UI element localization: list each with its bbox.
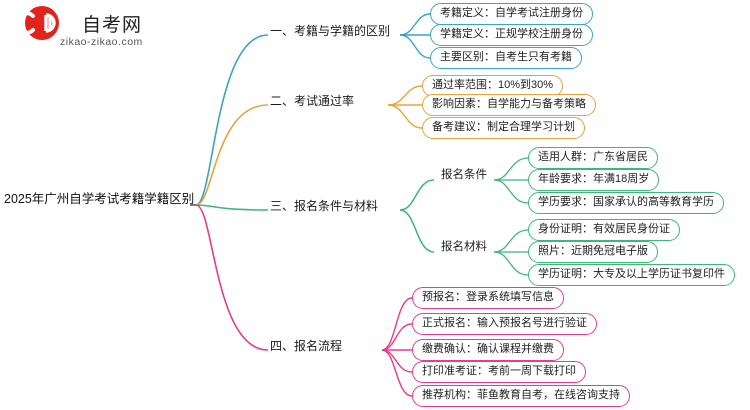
branch-1-leaf-3[interactable]: 主要区别：自考生只有考籍 [430, 47, 582, 69]
logo-domain: zikao-zikao.com [60, 36, 143, 48]
mindmap-root-title: 2025年广州自学考试考籍学籍区别 [4, 192, 195, 206]
branch-4-label[interactable]: 四、报名流程 [270, 339, 343, 353]
logo-mark-icon [20, 6, 59, 40]
branch-4-leaf-1[interactable]: 预报名：登录系统填写信息 [412, 287, 564, 309]
branch-2-label[interactable]: 二、考试通过率 [270, 94, 355, 108]
branch-3-label[interactable]: 三、报名条件与材料 [270, 199, 379, 213]
branch-3-group-2-leaf-2[interactable]: 照片：近期免冠电子版 [528, 241, 658, 263]
branch-3-group-1-label[interactable]: 报名条件 [441, 169, 487, 181]
site-logo: 自考网 zikao-zikao.com [20, 4, 186, 52]
branch-4-leaf-3[interactable]: 缴费确认：确认课程并缴费 [412, 339, 564, 361]
branch-1-leaf-2[interactable]: 学籍定义：正规学校注册身份 [430, 24, 593, 46]
branch-3-group-2-leaf-1[interactable]: 身份证明：有效居民身份证 [528, 219, 680, 241]
branch-3-group-2-label[interactable]: 报名材料 [441, 241, 487, 253]
branch-2-leaf-3[interactable]: 备考建议：制定合理学习计划 [422, 117, 585, 139]
branch-2-leaf-2[interactable]: 影响因素：自学能力与备考策略 [422, 94, 596, 116]
branch-2-leaf-1[interactable]: 通过率范围：10%到30% [422, 75, 564, 97]
branch-1-leaf-1[interactable]: 考籍定义：自学考试注册身份 [430, 3, 593, 25]
branch-4-leaf-4[interactable]: 打印准考证：考前一周下载打印 [412, 361, 586, 383]
branch-3-group-1-leaf-3[interactable]: 学历要求：国家承认的高等教育学历 [528, 192, 724, 214]
branch-3-group-1-leaf-2[interactable]: 年龄要求：年满18周岁 [528, 169, 660, 191]
branch-4-leaf-5[interactable]: 推荐机构：菲鱼教育自考，在线咨询支持 [412, 385, 630, 407]
branch-3-group-2-leaf-3[interactable]: 学历证明：大专及以上学历证书复印件 [528, 264, 735, 286]
branch-4-leaf-2[interactable]: 正式报名：输入预报名号进行验证 [412, 313, 597, 335]
branch-1-label[interactable]: 一、考籍与学籍的区别 [270, 24, 391, 38]
logo-brand-name: 自考网 [82, 15, 143, 36]
branch-3-group-1-leaf-1[interactable]: 适用人群：广东省居民 [528, 147, 658, 169]
